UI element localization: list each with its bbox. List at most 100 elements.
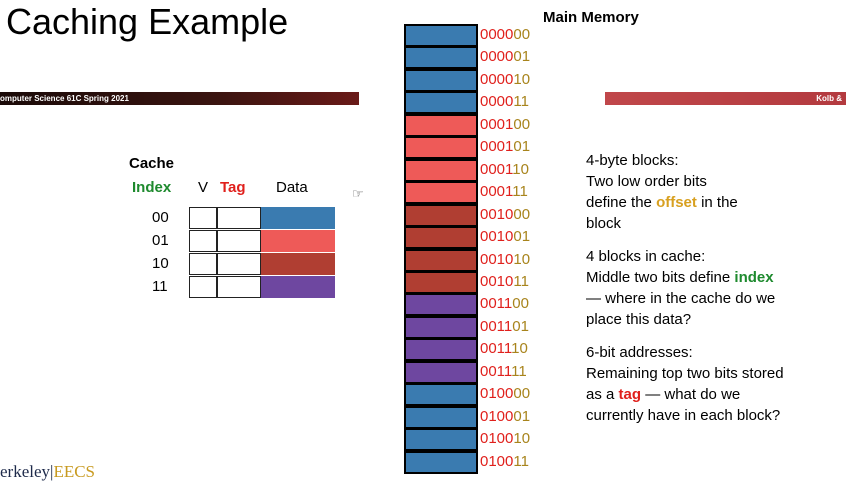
address-high-bits: 0000 [480, 26, 514, 43]
memory-address: 000101 [480, 136, 530, 158]
address-offset-bits: 01 [513, 48, 531, 66]
cache-row-index: 01 [152, 232, 169, 249]
offset-keyword: offset [656, 194, 697, 211]
note-text: place this data? [586, 311, 692, 328]
memory-address: 000001 [480, 46, 530, 68]
cache-row-index: 00 [152, 209, 169, 226]
address-offset-bits: 01 [513, 228, 531, 246]
address-offset-bits: 00 [513, 385, 531, 403]
memory-address: 001010 [480, 249, 530, 271]
address-offset-bits: 10 [511, 340, 528, 358]
memory-block [406, 183, 476, 203]
cache-tag-cell [217, 253, 261, 275]
address-high-bits: 0100 [480, 407, 514, 425]
address-high-bits: 0001 [480, 183, 513, 201]
logo-eecs: EECS [53, 462, 95, 481]
memory-block [406, 430, 476, 450]
address-high-bits: 0100 [480, 385, 514, 403]
address-high-bits: 0010 [480, 272, 514, 290]
address-offset-bits: 00 [513, 115, 531, 133]
cache-data-cell [261, 253, 335, 275]
logo-berkeley: erkeley [0, 462, 51, 481]
memory-block [406, 115, 476, 135]
address-high-bits: 0100 [480, 430, 514, 448]
address-high-bits: 0010 [480, 205, 514, 223]
memory-address: 010010 [480, 428, 530, 450]
cache-valid-header: V [198, 179, 209, 196]
course-bar: omputer Science 61C Spring 2021 [0, 92, 359, 105]
address-high-bits: 0011 [480, 340, 512, 358]
memory-block [406, 70, 476, 90]
note-text: 4-byte blocks: [586, 152, 679, 169]
memory-address: 010011 [480, 451, 529, 473]
cache-valid-cell [189, 230, 217, 252]
cache-index-header: Index [132, 179, 172, 196]
address-high-bits: 0001 [480, 115, 514, 133]
memory-address: 000010 [480, 69, 530, 91]
address-offset-bits: 11 [513, 272, 529, 290]
memory-address: 010001 [480, 406, 530, 428]
memory-block [406, 272, 476, 292]
cache-row-index: 11 [152, 278, 168, 295]
note-text: define the [586, 194, 657, 211]
memory-block [406, 228, 476, 248]
memory-block [406, 138, 476, 158]
address-offset-bits: 11 [513, 93, 529, 111]
address-offset-bits: 11 [512, 183, 528, 201]
note-text: — where in the cache do we [586, 290, 776, 307]
index-keyword: index [734, 269, 774, 286]
memory-address: 000011 [480, 91, 529, 113]
cache-row-index: 10 [152, 255, 169, 272]
address-high-bits: 0100 [480, 452, 514, 470]
memory-block [406, 48, 476, 68]
memory-address: 001011 [480, 271, 529, 293]
note-text: Remaining top two bits stored [586, 365, 784, 382]
note-tag: 6-bit addresses: Remaining top two bits … [586, 342, 836, 426]
memory-title: Main Memory [543, 9, 639, 26]
cache-tag-header: Tag [220, 179, 246, 196]
note-index: 4 blocks in cache: Middle two bits defin… [586, 246, 836, 330]
memory-block [406, 26, 476, 45]
memory-block [406, 295, 476, 315]
memory-block [406, 362, 476, 382]
berkeley-eecs-logo: erkeley|EECS [0, 462, 95, 482]
note-text: currently have in each block? [586, 407, 781, 424]
instructor-label: Kolb & [816, 94, 842, 103]
address-offset-bits: 01 [513, 138, 531, 156]
address-offset-bits: 00 [513, 26, 531, 43]
memory-block [406, 93, 476, 113]
slide-title: Caching Example [6, 1, 289, 42]
address-high-bits: 0011 [480, 295, 513, 313]
memory-column [404, 24, 478, 474]
memory-address: 000110 [480, 159, 529, 181]
memory-address: 001100 [480, 293, 529, 315]
memory-address: 000000 [480, 24, 530, 46]
note-text: as a [586, 386, 619, 403]
note-text: in the [696, 194, 738, 211]
memory-address: 001000 [480, 204, 530, 226]
address-offset-bits: 10 [513, 430, 531, 448]
cache-tag-cell [217, 207, 261, 229]
memory-block [406, 407, 476, 427]
memory-address: 001001 [480, 226, 530, 248]
address-high-bits: 0001 [480, 160, 513, 178]
note-text: — what do we [641, 386, 741, 403]
memory-address: 000100 [480, 114, 530, 136]
memory-block [406, 385, 476, 405]
address-offset-bits: 10 [513, 70, 531, 88]
cursor-icon: ☞ [352, 186, 364, 201]
memory-address: 001101 [480, 316, 529, 338]
course-label: omputer Science 61C Spring 2021 [0, 94, 129, 103]
address-high-bits: 0000 [480, 70, 514, 88]
address-high-bits: 0010 [480, 250, 514, 268]
address-offset-bits: 11 [513, 452, 529, 470]
address-offset-bits: 10 [512, 160, 529, 178]
address-offset-bits: 01 [513, 407, 531, 425]
instructor-bar: Kolb & [605, 92, 846, 105]
note-text: Two low order bits [586, 173, 707, 190]
address-offset-bits: 00 [513, 205, 531, 223]
note-text: block [586, 215, 622, 232]
memory-block [406, 160, 476, 180]
cache-valid-cell [189, 207, 217, 229]
note-text: 6-bit addresses: [586, 344, 693, 361]
